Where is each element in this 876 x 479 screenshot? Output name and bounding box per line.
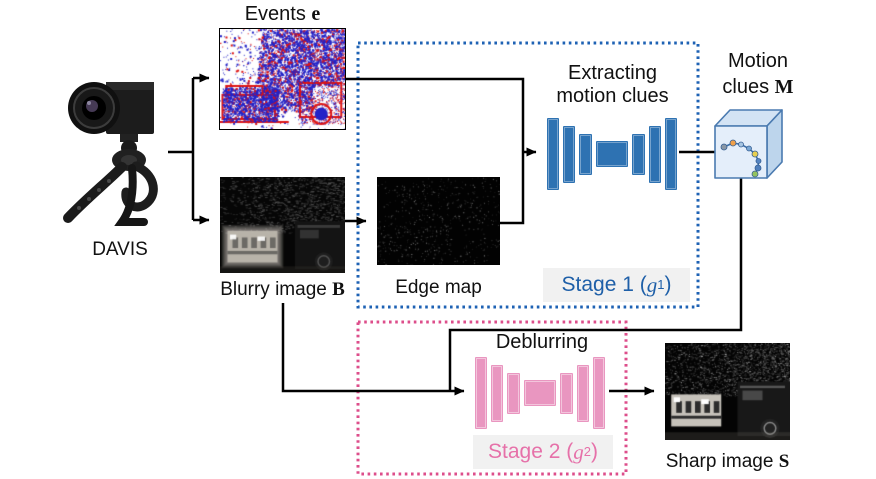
events-image <box>219 28 346 130</box>
stage1-network <box>547 118 677 190</box>
bottleneck-block <box>596 141 628 167</box>
encoder-bar <box>579 133 592 175</box>
stage2-network <box>475 357 605 429</box>
edge-map-image <box>377 177 500 265</box>
decoder-bar <box>577 364 589 422</box>
extracting-motion-clues-label: Extracting motion clues <box>556 62 669 107</box>
decoder-bar <box>649 125 661 183</box>
decoder-bar <box>632 133 645 175</box>
motion-clues-cube <box>714 109 783 179</box>
sharp-image <box>665 343 790 440</box>
davis-camera-photo <box>63 82 158 226</box>
edge-map-label: Edge map <box>395 277 482 298</box>
blurry-image-label: Blurry image B <box>220 279 345 300</box>
motion-trajectory-icon <box>720 139 762 178</box>
deblurring-label: Deblurring <box>495 331 589 353</box>
motion-clues-label: Motion clues M <box>722 50 794 98</box>
encoder-bar <box>507 372 520 414</box>
decoder-bar <box>560 372 573 414</box>
arrow-into-stage2-net <box>281 303 465 396</box>
encoder-bar <box>475 357 487 429</box>
encoder-bar <box>491 364 503 422</box>
events-label: Events e <box>244 3 321 25</box>
encoder-bar <box>563 125 575 183</box>
decoder-bar <box>593 357 605 429</box>
bottleneck-block <box>524 380 556 406</box>
decoder-bar <box>665 118 677 190</box>
encoder-bar <box>547 118 559 190</box>
sharp-image-label: Sharp image S <box>665 451 790 472</box>
davis-label: DAVIS <box>92 239 148 260</box>
blurry-image <box>220 177 345 273</box>
